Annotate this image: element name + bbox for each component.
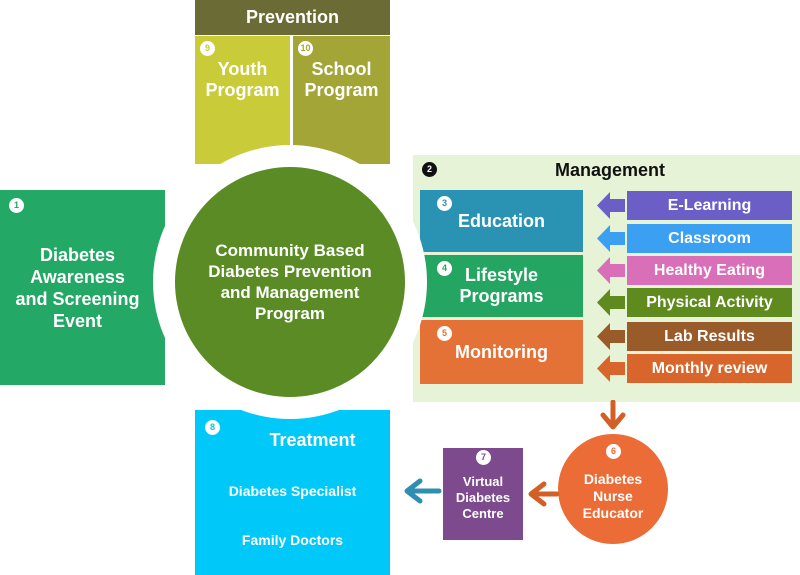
step-5-badge: 5 — [437, 326, 452, 341]
prevention-header: Prevention — [195, 0, 390, 35]
awareness-box: Diabetes Awareness and Screening Event — [0, 190, 165, 385]
step-10-badge: 10 — [298, 41, 313, 56]
monitoring-label: Monitoring — [455, 341, 548, 362]
treatment-item-family-doctors: Family Doctors — [241, 532, 344, 548]
center-circle: Community Based Diabetes Prevention and … — [175, 167, 405, 397]
healthy-eating-item: Healthy Eating — [597, 256, 792, 285]
step-1-badge: 1 — [9, 198, 24, 213]
left-arrow-virtual-to-treatment-icon — [404, 478, 442, 504]
lifestyle-label: Lifestyle Programs — [459, 265, 544, 306]
lab-results-label: Lab Results — [627, 322, 792, 351]
treatment-box: Treatment Diabetes Specialist Family Doc… — [195, 410, 390, 575]
left-arrow-nurse-to-virtual-icon — [528, 481, 560, 507]
left-arrow-icon — [597, 225, 625, 252]
classroom-label: Classroom — [627, 224, 792, 253]
physical-activity-label: Physical Activity — [627, 288, 792, 317]
left-arrow-icon — [597, 192, 625, 219]
left-arrow-icon — [597, 323, 625, 350]
youth-program-label: Youth Program — [205, 59, 280, 100]
monthly-review-label: Monthly review — [627, 354, 792, 383]
down-arrow-icon — [600, 400, 626, 430]
awareness-label: Diabetes Awareness and Screening Event — [15, 244, 140, 331]
step-3-badge: 3 — [437, 196, 452, 211]
left-arrow-icon — [597, 257, 625, 284]
prevention-title: Prevention — [245, 7, 340, 27]
physical-activity-item: Physical Activity — [597, 288, 792, 317]
school-program-box: School Program — [293, 36, 390, 164]
elearning-label: E-Learning — [627, 191, 792, 220]
virtual-centre-label: Virtual Diabetes Centre — [455, 474, 511, 521]
monthly-review-item: Monthly review — [597, 354, 792, 383]
management-title: Management — [554, 160, 666, 180]
step-9-badge: 9 — [200, 41, 215, 56]
lab-results-item: Lab Results — [597, 322, 792, 351]
healthy-eating-label: Healthy Eating — [627, 256, 792, 285]
left-arrow-icon — [597, 355, 625, 382]
treatment-title: Treatment — [269, 430, 356, 450]
left-arrow-icon — [597, 289, 625, 316]
treatment-item-specialist: Diabetes Specialist — [228, 483, 357, 499]
step-7-badge: 7 — [476, 450, 491, 465]
center-label: Community Based Diabetes Prevention and … — [208, 241, 372, 323]
step-2-badge: 2 — [422, 162, 437, 177]
nurse-educator-label: Diabetes Nurse Educator — [582, 470, 644, 521]
classroom-item: Classroom — [597, 224, 792, 253]
youth-program-box: Youth Program — [195, 36, 292, 164]
education-label: Education — [457, 210, 545, 231]
step-4-badge: 4 — [437, 261, 452, 276]
school-program-label: School Program — [304, 59, 379, 100]
step-6-badge: 6 — [606, 444, 621, 459]
step-8-badge: 8 — [205, 420, 220, 435]
elearning-item: E-Learning — [597, 191, 792, 220]
